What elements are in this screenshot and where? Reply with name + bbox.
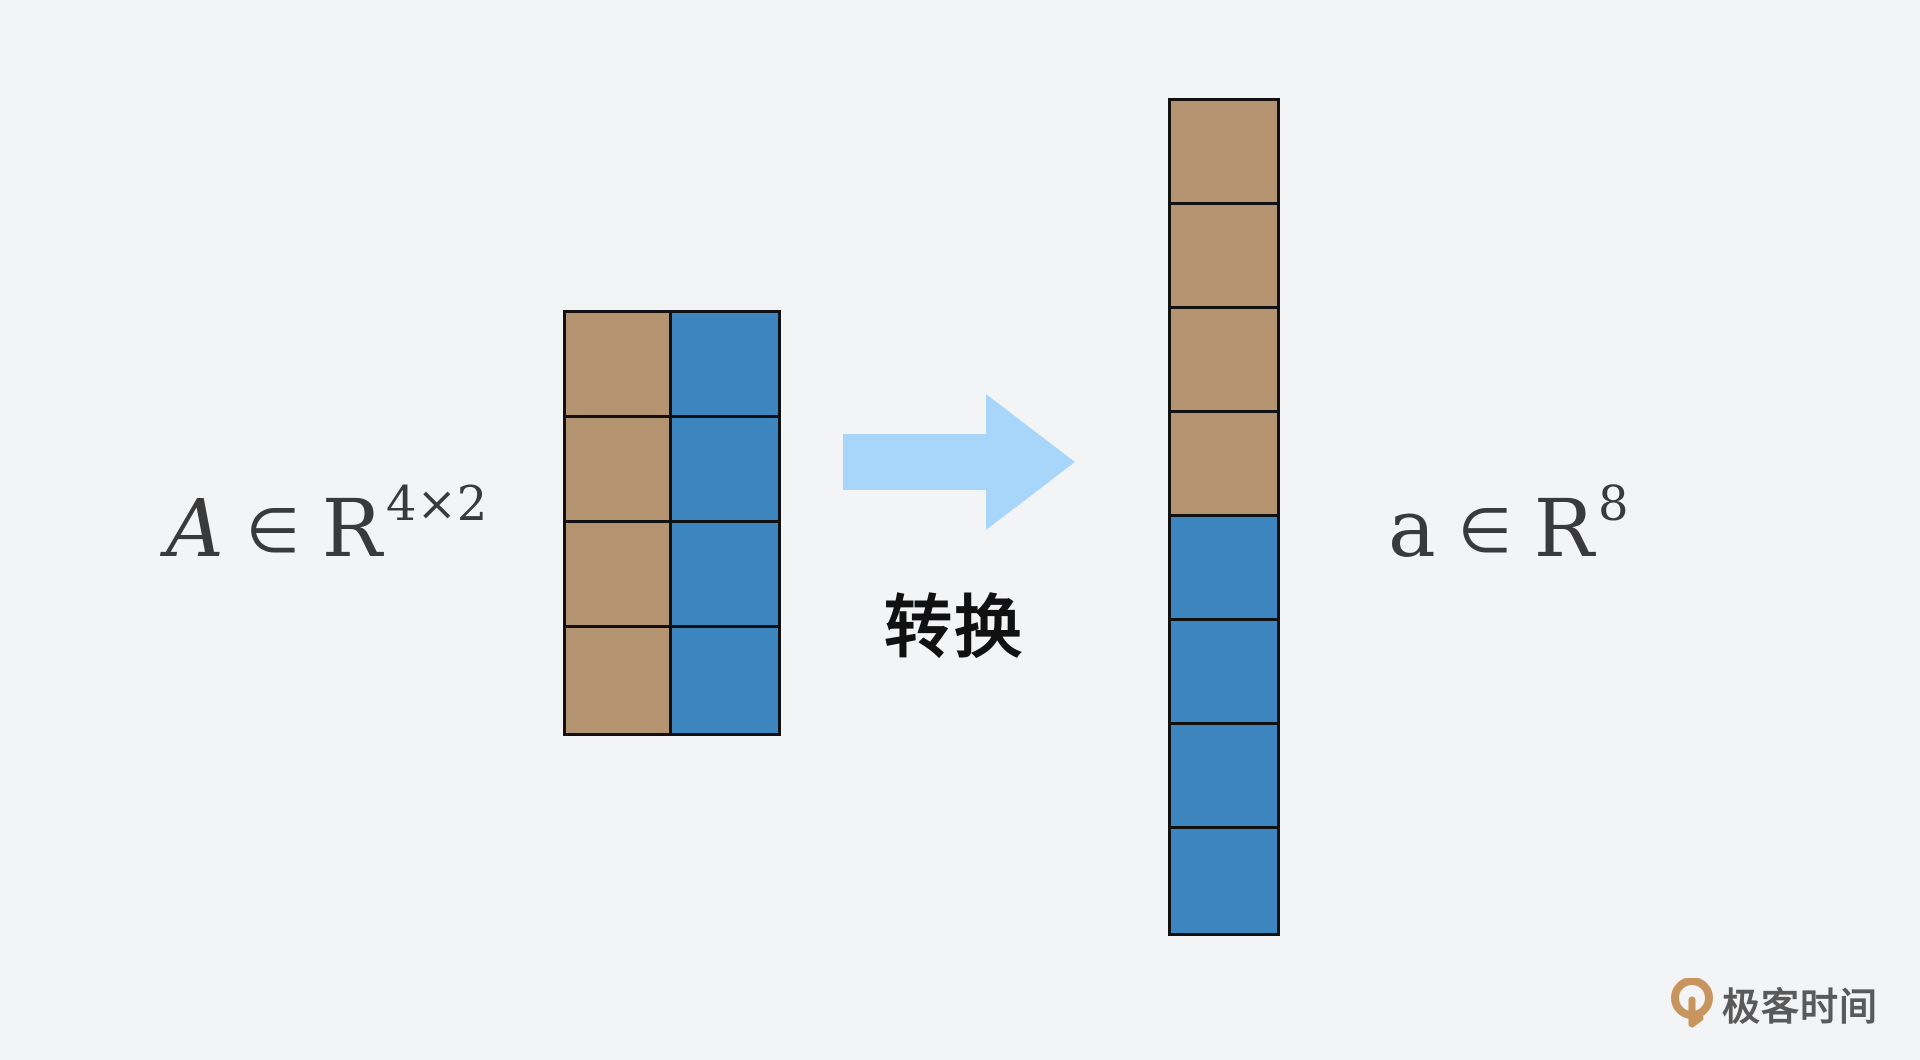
vector-cell xyxy=(1171,621,1277,725)
convert-label: 转换 xyxy=(884,589,1025,668)
matrix-cell xyxy=(566,523,672,628)
matrix-cell xyxy=(566,628,672,733)
vector-label: a∈R8 xyxy=(1388,480,1629,569)
real-set-symbol: R xyxy=(1533,482,1594,575)
matrix-cell xyxy=(672,418,778,523)
matrix-cell xyxy=(672,313,778,418)
element-of-symbol: ∈ xyxy=(245,494,300,567)
real-set-symbol: R xyxy=(321,482,383,575)
vector-grid xyxy=(1168,98,1280,936)
element-of-symbol: ∈ xyxy=(1457,494,1512,567)
vector-cell xyxy=(1171,725,1277,829)
vector-cell xyxy=(1171,413,1277,517)
vector-variable: a xyxy=(1388,482,1436,575)
geektime-logo-icon xyxy=(1671,977,1713,1027)
geektime-logo: 极客时间 xyxy=(1670,976,1878,1031)
vector-cell xyxy=(1171,205,1277,309)
right-arrow-icon xyxy=(843,394,1075,530)
vector-cell xyxy=(1171,309,1277,413)
vector-cell xyxy=(1171,101,1277,205)
matrix-cell xyxy=(672,523,778,628)
logo-text: 极客时间 xyxy=(1722,985,1879,1029)
vector-cell xyxy=(1171,517,1277,621)
vector-dimension: 8 xyxy=(1597,476,1629,532)
matrix-cell xyxy=(566,313,672,418)
matrix-cell xyxy=(672,628,778,733)
matrix-label: A∈R4×2 xyxy=(166,480,487,569)
matrix-dimension: 4×2 xyxy=(386,476,488,532)
matrix-grid xyxy=(563,310,781,736)
vector-cell xyxy=(1171,829,1277,933)
matrix-variable: A xyxy=(166,482,224,575)
matrix-cell xyxy=(566,418,672,523)
